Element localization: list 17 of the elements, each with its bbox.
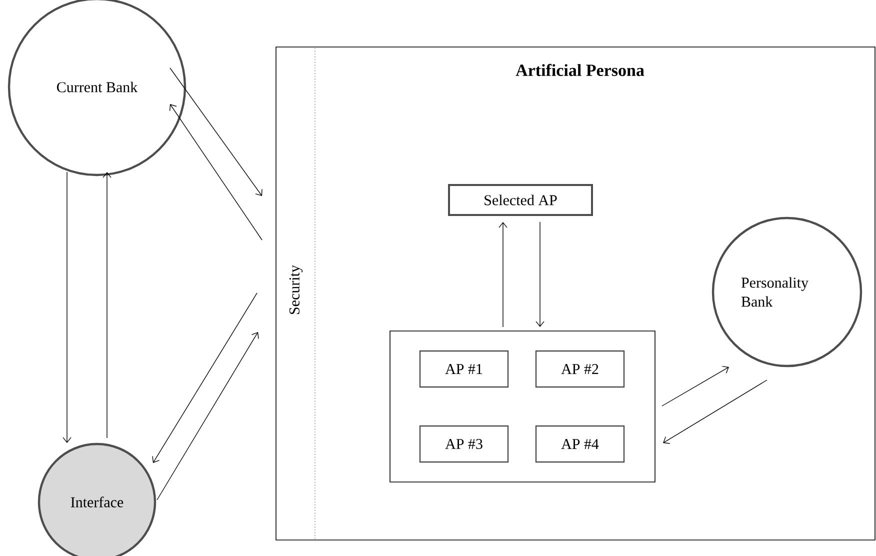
arrow [152, 292, 258, 463]
arrow [102, 172, 112, 438]
arrow [169, 104, 262, 240]
arrow [156, 332, 259, 500]
selected-box: Selected AP [448, 184, 593, 216]
arrow [62, 172, 72, 443]
arrow [536, 222, 544, 327]
arrow [663, 380, 768, 444]
group-box [390, 330, 656, 482]
arrow [662, 366, 729, 406]
process-box: AP #4 [535, 425, 625, 463]
process-box: AP #1 [419, 350, 509, 388]
band-label: Security [289, 265, 303, 314]
arrow [498, 222, 508, 328]
arrow [170, 68, 262, 196]
process-box: AP #3 [419, 425, 509, 463]
process-box: AP #2 [535, 350, 625, 388]
